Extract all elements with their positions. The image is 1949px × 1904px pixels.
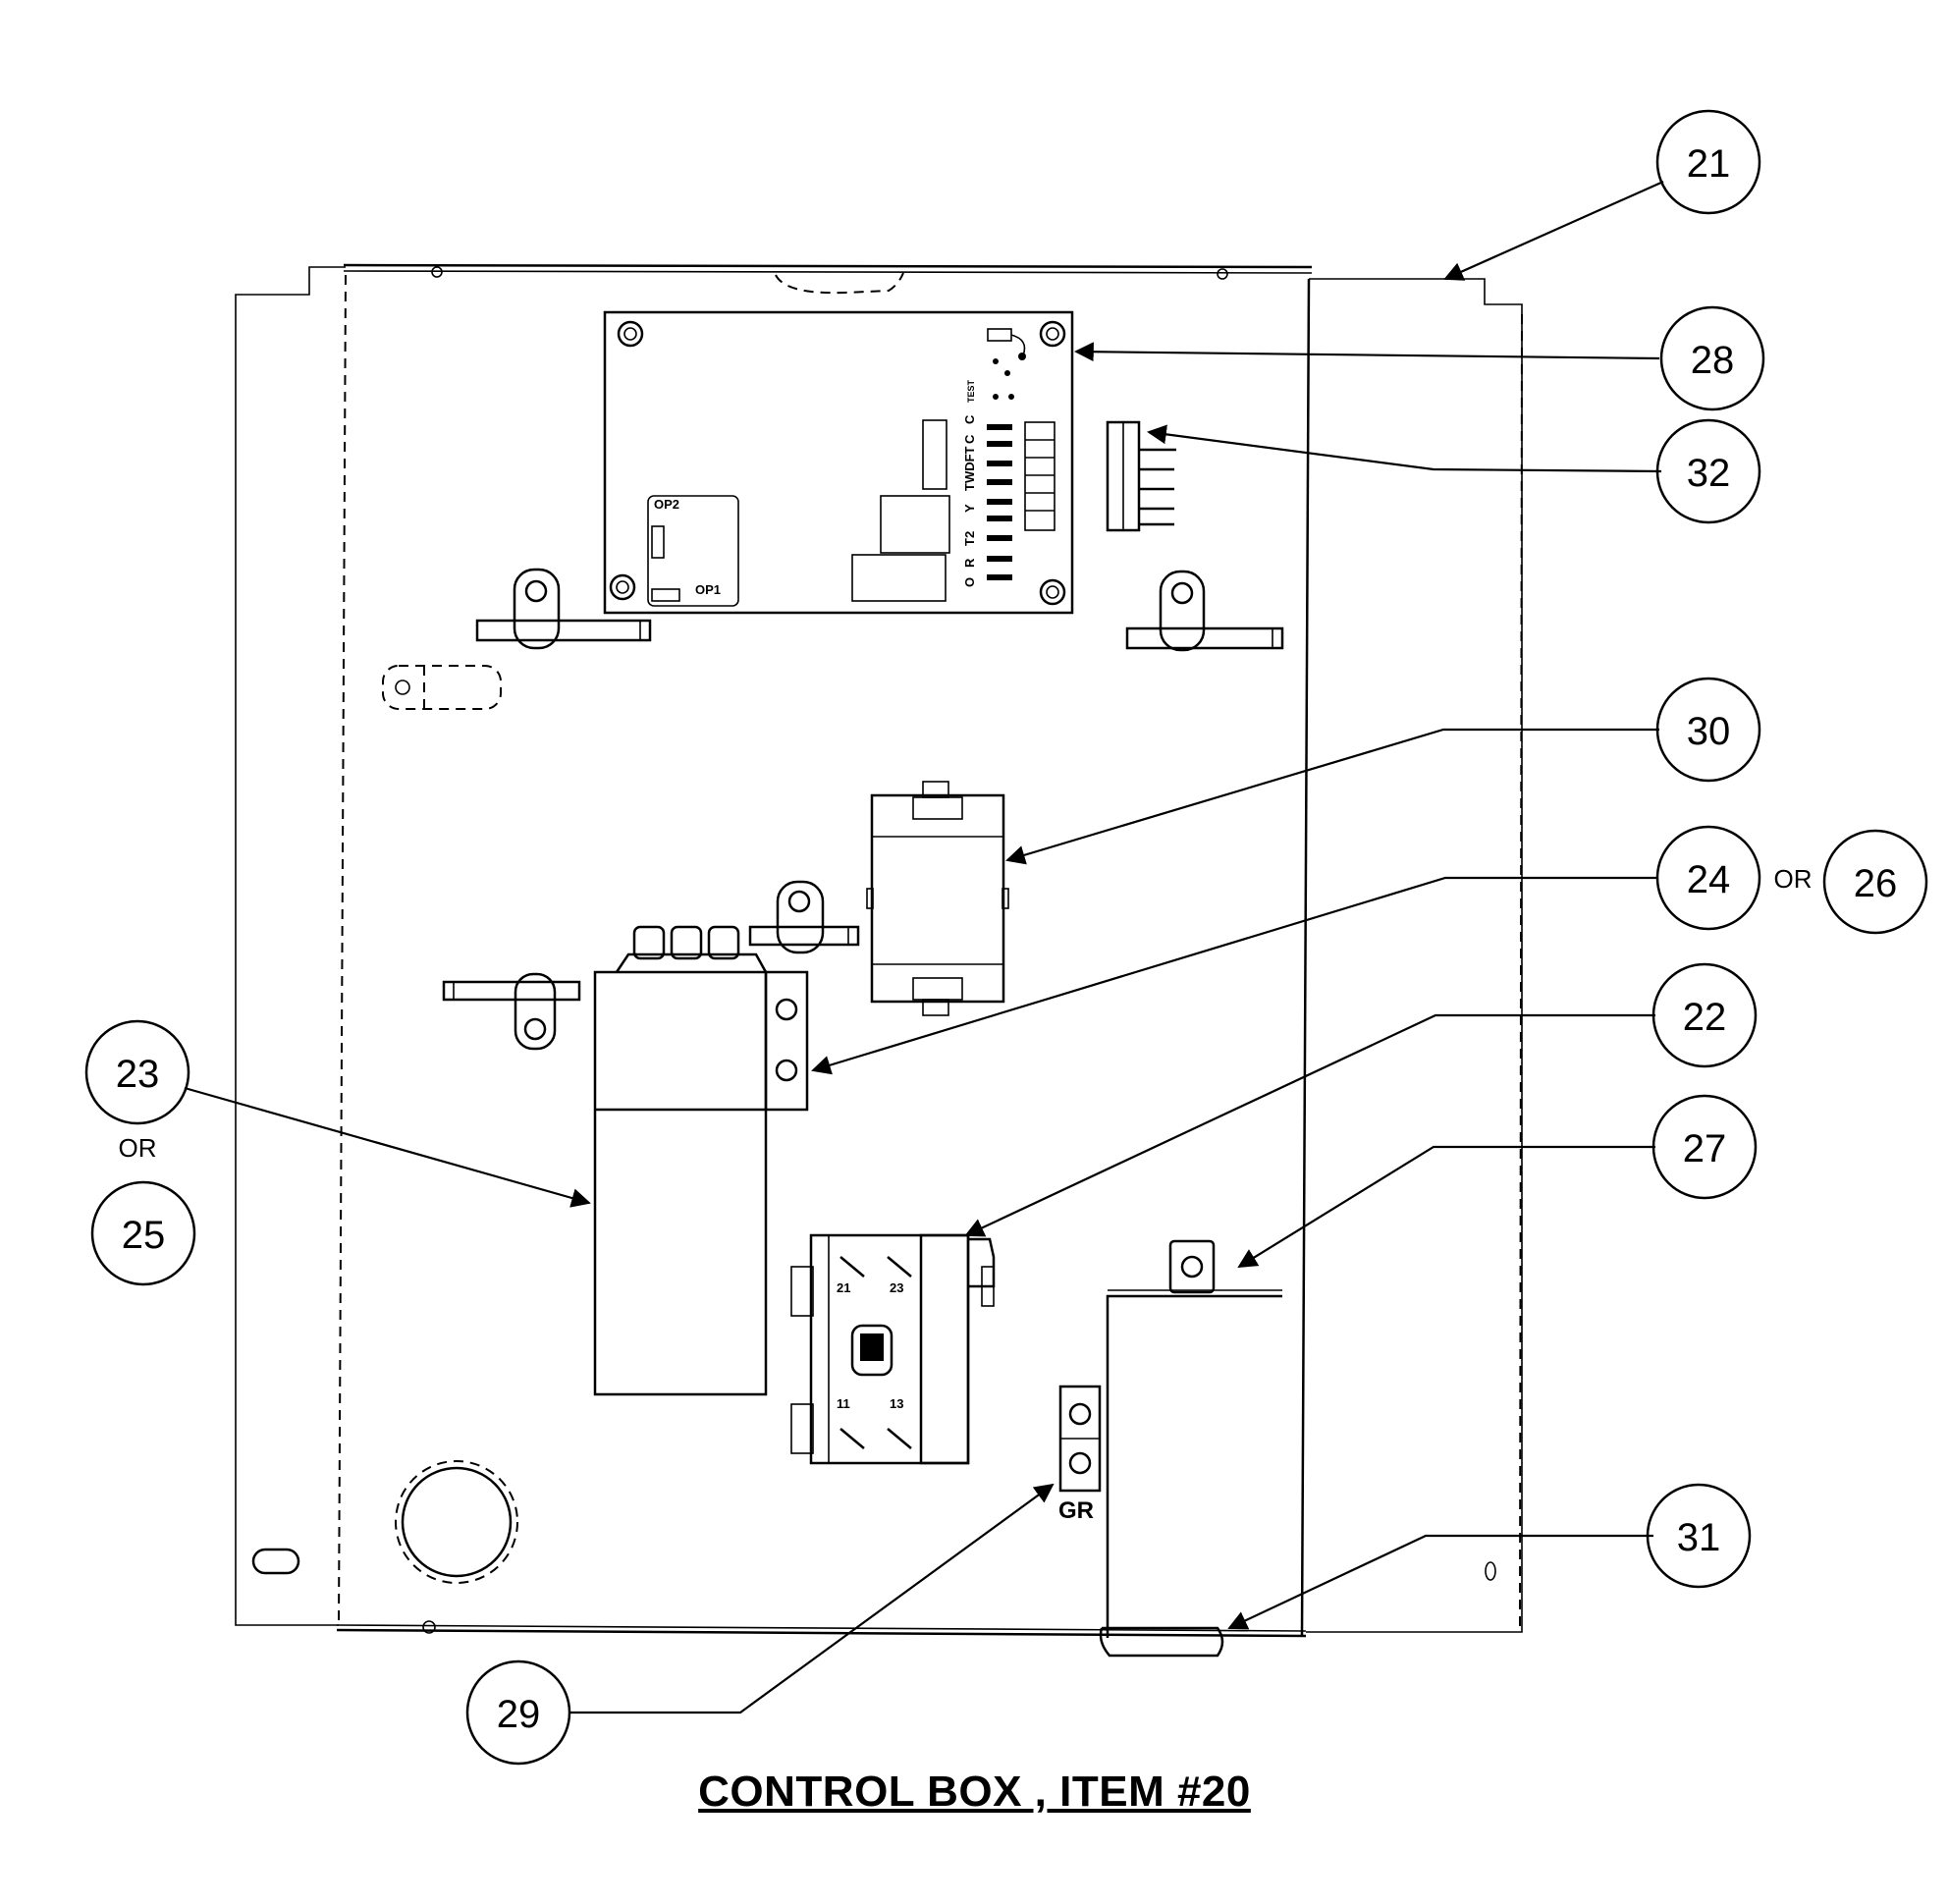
contactor-terminal-23: 23 (890, 1280, 903, 1295)
callout-29-label: 29 (497, 1693, 541, 1736)
callout-28-label: 28 (1691, 339, 1735, 382)
callout-27: 27 (1651, 1094, 1758, 1200)
terminal-label-test: TEST (966, 379, 976, 403)
callout-26: 26 (1822, 829, 1928, 935)
mounting-bracket-right (1125, 570, 1284, 652)
terminal-label-r: R (962, 558, 977, 568)
side-panel (1099, 1239, 1282, 1658)
callout-28: 28 (1659, 305, 1765, 411)
knockout-hole (395, 1460, 518, 1584)
callout-22: 22 (1651, 962, 1758, 1068)
callout-32: 32 (1655, 418, 1761, 524)
callout-23: 23 (84, 1019, 190, 1125)
or-connector-right: OR (1774, 864, 1813, 894)
contactor-terminal-21: 21 (837, 1280, 850, 1295)
terminal-label-c: C (962, 434, 977, 444)
terminal-label-y: Y (962, 504, 977, 513)
contactor: 21 23 11 13 (790, 1233, 996, 1465)
callout-22-label: 22 (1683, 996, 1727, 1039)
callout-25-label: 25 (122, 1214, 166, 1257)
terminal-label-o: O (962, 577, 977, 587)
control-box-shell (235, 263, 1523, 1638)
diagram-caption: CONTROL BOX , ITEM #20 (698, 1768, 1251, 1816)
terminal-label-c2: C (962, 414, 977, 424)
callout-31: 31 (1646, 1483, 1752, 1589)
callout-29: 29 (465, 1659, 571, 1766)
terminal-labels: O R T2 Y TWDFT C C TEST (962, 379, 977, 587)
terminal-strip (1106, 420, 1176, 532)
callout-23-label: 23 (116, 1053, 160, 1096)
defrost-control-board: OP2 OP1 O R T2 Y TWDFT C C TEST (603, 310, 1074, 615)
relay-component (866, 781, 1009, 1016)
capacitor (442, 880, 860, 1396)
diagram-caption-wrapper: CONTROL BOX , ITEM #20 (0, 1768, 1949, 1817)
leader-lines (184, 180, 1664, 1714)
or-connector-left: OR (119, 1133, 157, 1163)
callout-30: 30 (1655, 677, 1761, 783)
terminal-bars (987, 424, 1012, 580)
hidden-component (382, 665, 502, 710)
callout-30-label: 30 (1687, 710, 1731, 753)
terminal-label-t2: T2 (962, 531, 977, 546)
callout-24: 24 (1655, 825, 1761, 931)
ground-label: GR (1058, 1497, 1094, 1524)
ground-lug: GR (1058, 1385, 1102, 1524)
terminal-label-twdft: TWDFT (962, 446, 977, 491)
contactor-terminal-13: 13 (890, 1396, 903, 1411)
board-label-op1: OP1 (695, 582, 721, 597)
callout-26-label: 26 (1854, 862, 1898, 905)
callout-21-label: 21 (1687, 142, 1731, 186)
contactor-terminal-11: 11 (837, 1396, 850, 1411)
mounting-bracket-left (475, 568, 652, 650)
callout-31-label: 31 (1677, 1516, 1721, 1559)
callout-32-label: 32 (1687, 452, 1731, 495)
callout-24-label: 24 (1687, 858, 1731, 901)
callout-27-label: 27 (1683, 1127, 1727, 1170)
board-label-op2: OP2 (654, 497, 679, 512)
callout-21: 21 (1655, 109, 1761, 215)
callout-25: 25 (90, 1180, 196, 1286)
